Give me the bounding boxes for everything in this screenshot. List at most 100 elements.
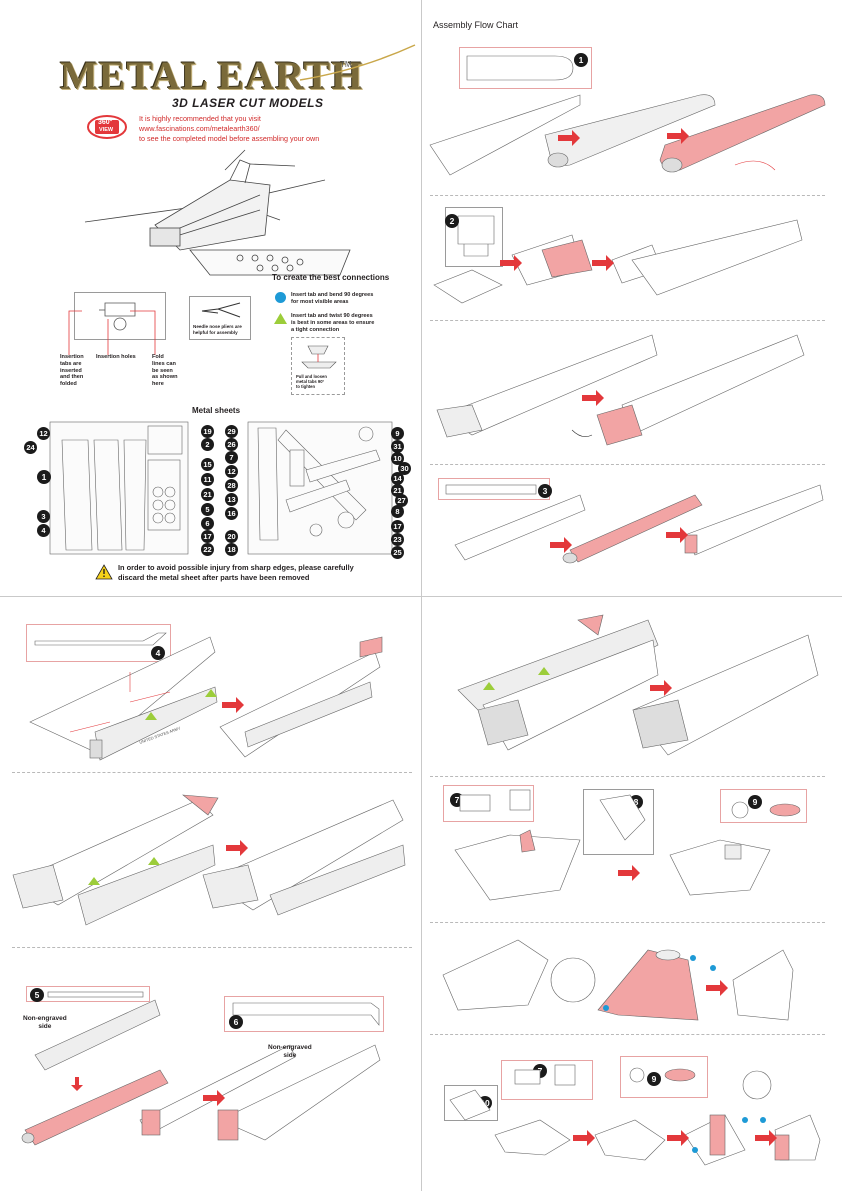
step-number-badge: 3 (538, 484, 552, 498)
part-number-badge: 17 (391, 520, 404, 533)
part-number-badge: 21 (201, 488, 214, 501)
recommendation-line: to see the completed model before assemb… (139, 134, 320, 143)
step-separator (430, 320, 825, 321)
tip-line: a tight connection (291, 326, 340, 333)
floor-strip-part (445, 484, 537, 495)
tip-line: is best in some areas to ensure (291, 319, 375, 326)
tip-line: for most visible areas (291, 298, 349, 305)
step-number-badge: 5 (30, 988, 44, 1002)
part-number-badge: 17 (201, 530, 214, 543)
warning-line: discard the metal sheet after parts have… (118, 573, 310, 582)
part-number-badge: 8 (391, 505, 404, 518)
badge-view-label: VIEW (99, 127, 114, 133)
warning-line: In order to avoid possible injury from s… (118, 563, 354, 572)
bend-dot-icon (275, 292, 286, 303)
twist-line: Pull and loosen (296, 374, 327, 379)
part-number-badge: 12 (225, 465, 238, 478)
fuselage-panel-part (466, 55, 574, 81)
part-number-badge: 30 (398, 462, 411, 475)
step-number-badge: 4 (151, 646, 165, 660)
part-number-badge: 26 (225, 438, 238, 451)
step-7-8-9-illustration (454, 789, 801, 901)
part-number-badge: 15 (201, 458, 214, 471)
tip-line: Insert tab and bend 90 degrees (291, 292, 374, 298)
vertical-page-divider (421, 0, 422, 1191)
step-separator (430, 464, 825, 465)
pliers-box: Needle nose pliers are helpful for assem… (189, 296, 251, 340)
part-number-badge: 12 (37, 427, 50, 440)
legend-line: Insertion (60, 354, 84, 360)
twist-tab-diagram (301, 345, 337, 369)
legend-pointer-lines (68, 310, 156, 355)
legend-line: Fold (152, 354, 164, 360)
step-1-part-box (459, 47, 592, 89)
view-360-icon (87, 115, 127, 139)
part-number-badge: 10 (391, 452, 404, 465)
step-separator (430, 922, 825, 923)
metal-sheet-left (49, 421, 189, 555)
connections-title: To create the best connections (272, 273, 390, 282)
legend-fold-lines: Fold lines can be seen as shown here (152, 354, 178, 388)
step-separator (430, 195, 825, 196)
part-number-badge: 1 (37, 470, 51, 484)
step-final-illustration (449, 1064, 821, 1166)
tip-twist-text: Insert tab and twist 90 degrees is best … (291, 313, 374, 333)
label-line: side (38, 1022, 52, 1030)
warning-text: In order to avoid possible injury from s… (118, 563, 354, 583)
step-side-attach-illustration (12, 794, 406, 926)
pliers-text: Needle nose pliers are helpful for assem… (193, 324, 242, 335)
part-number-badge: 14 (391, 472, 404, 485)
part-number-badge: 20 (225, 530, 238, 543)
step-separator (12, 772, 412, 773)
legend-insertion-tabs: Insertion tabs are inserted and then fol… (60, 354, 84, 388)
step-number-badge: 2 (445, 214, 459, 228)
part-number-badge: 5 (201, 503, 214, 516)
twist-line: to tighten (296, 384, 316, 389)
part-number-badge: 7 (225, 451, 238, 464)
badge-360-label: 360° (98, 119, 113, 126)
pliers-line: Needle nose pliers are (193, 324, 242, 329)
warning-icon (95, 564, 113, 580)
non-engraved-label-1: Non-engraved side (23, 1015, 67, 1030)
legend-line: folded (60, 381, 77, 388)
part-number-badge: 23 (391, 533, 404, 546)
part-number-badge: 29 (225, 425, 238, 438)
part-number-badge: 2 (201, 438, 214, 451)
part-number-badge: 18 (225, 543, 238, 556)
part-number-badge: 28 (225, 479, 238, 492)
part-number-badge: 3 (37, 510, 50, 523)
part-number-badge: 24 (24, 441, 37, 454)
step-separator (430, 1034, 825, 1035)
trademark-mark: TM (340, 60, 352, 69)
step-4-illustration: UNITED STATES ARMY (29, 636, 383, 761)
label-line: side (283, 1051, 297, 1059)
step-6-part-box (224, 996, 384, 1032)
tip-line: Insert tab and twist 90 degrees (291, 313, 373, 319)
legend-line: be seen (152, 367, 173, 374)
step-5-6-illustration (21, 999, 381, 1146)
metal-sheets-title: Metal sheets (192, 406, 241, 415)
step-3-illustration (454, 484, 824, 564)
recommendation-link[interactable]: www.fascinations.com/metalearth360/ (139, 124, 260, 133)
legend-line: inserted (60, 367, 82, 374)
helicopter-illustration (84, 149, 351, 276)
part-number-badge: 31 (391, 440, 404, 453)
step-separator (430, 776, 825, 777)
step-3-part-box (438, 478, 550, 500)
step-roof-attach-illustration (457, 614, 819, 756)
step-2-illustration (433, 219, 803, 304)
part-number-badge: 11 (201, 473, 214, 486)
recommendation-line: It is highly recommended that you visit (139, 114, 261, 123)
floor-panel-part (47, 991, 144, 998)
brand-logo-title: METAL EARTH (60, 53, 364, 98)
assembly-flow-title: Assembly Flow Chart (433, 20, 519, 30)
step-4-part-box (26, 624, 171, 662)
part-number-badge: 6 (201, 517, 214, 530)
logo-swoosh (299, 44, 416, 81)
legend-insertion-holes: Insertion holes (96, 354, 136, 360)
legend-line: as shown (152, 374, 178, 381)
step-number-badge: 1 (574, 53, 588, 67)
part-number-badge: 22 (201, 543, 214, 556)
part-number-badge: 9 (391, 427, 404, 440)
legend-line: lines can (152, 360, 176, 367)
